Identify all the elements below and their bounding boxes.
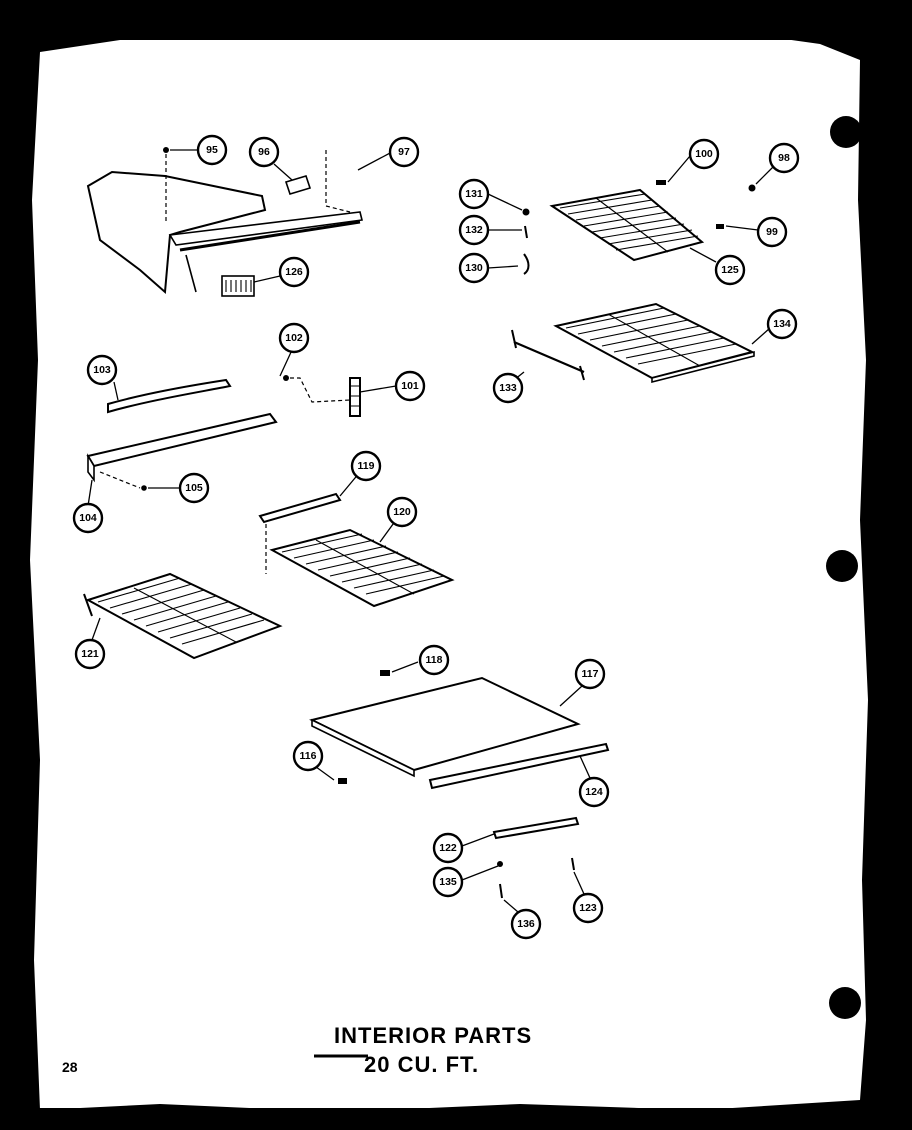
callout-133-label: 133 — [499, 382, 517, 394]
shelf-120 — [269, 528, 455, 608]
rail-104 — [86, 412, 278, 483]
trim-strip-103 — [107, 378, 232, 414]
callout-97: 97 — [388, 136, 420, 168]
callout-122: 122 — [432, 832, 464, 864]
callout-130: 130 — [458, 252, 490, 284]
callout-120-label: 120 — [393, 506, 411, 518]
rail-122 — [492, 816, 580, 840]
screw-95 — [163, 147, 169, 153]
liner-section — [86, 170, 363, 295]
callout-119: 119 — [350, 450, 382, 482]
callout-119-label: 119 — [358, 460, 375, 472]
leader-lines — [87, 149, 775, 913]
callout-99: 99 — [756, 216, 788, 248]
callout-99-label: 99 — [766, 226, 778, 238]
clip-116 — [338, 778, 347, 784]
clip-100 — [656, 180, 666, 185]
callout-131: 131 — [458, 178, 490, 210]
callout-117: 117 — [574, 658, 606, 690]
callout-101: 101 — [394, 370, 426, 402]
callout-97-label: 97 — [398, 146, 410, 158]
callout-103-label: 103 — [93, 364, 111, 376]
callout-121: 121 — [74, 638, 106, 670]
paper-sheet — [30, 28, 868, 1112]
binder-hole-top — [830, 116, 862, 148]
callout-132-label: 132 — [465, 224, 483, 236]
callout-118-label: 118 — [426, 654, 443, 666]
callout-120: 120 — [386, 496, 418, 528]
callout-133: 133 — [492, 372, 524, 404]
hardware-131-132-130 — [522, 208, 530, 275]
crisper-cover-117 — [309, 676, 581, 778]
callout-117-label: 117 — [582, 668, 599, 680]
fasteners-135-136-123 — [497, 857, 575, 899]
callout-121-label: 121 — [81, 648, 99, 660]
callout-124-label: 124 — [585, 786, 603, 798]
callout-96-label: 96 — [258, 146, 270, 158]
bracket-96 — [284, 175, 312, 195]
callout-96: 96 — [248, 136, 280, 168]
callout-101-label: 101 — [401, 380, 419, 392]
callout-98-label: 98 — [778, 152, 790, 164]
callout-100-label: 100 — [695, 148, 713, 160]
callout-135: 135 — [432, 866, 464, 898]
support-rod-133 — [511, 329, 585, 381]
left-smudge — [0, 0, 30, 1130]
page-number: 28 — [62, 1059, 78, 1075]
callout-103: 103 — [86, 354, 118, 386]
callout-95: 95 — [196, 134, 228, 166]
callout-98: 98 — [768, 142, 800, 174]
screw-102 — [283, 375, 289, 381]
right-smudge — [868, 0, 912, 1130]
callout-102: 102 — [278, 322, 310, 354]
clip-118 — [380, 670, 390, 676]
top-smudge — [0, 0, 912, 40]
callout-116: 116 — [292, 740, 324, 772]
callout-125: 125 — [714, 254, 746, 286]
callout-123-label: 123 — [579, 902, 597, 914]
callout-126-label: 126 — [285, 266, 303, 278]
callout-104: 104 — [72, 502, 104, 534]
title-line-1: INTERIOR PARTS — [334, 1023, 532, 1048]
callout-130-label: 130 — [465, 262, 483, 274]
callout-134-label: 134 — [773, 318, 791, 330]
callout-126: 126 — [278, 256, 310, 288]
callout-123: 123 — [572, 892, 604, 924]
callout-132: 132 — [458, 214, 490, 246]
vent-grille-126 — [221, 275, 255, 297]
callout-122-label: 122 — [439, 842, 457, 854]
callout-135-label: 135 — [439, 876, 457, 888]
callout-125-label: 125 — [721, 264, 739, 276]
callout-104-label: 104 — [79, 512, 97, 524]
screw-98 — [748, 184, 756, 192]
trim-119 — [258, 492, 342, 574]
callout-134: 134 — [766, 308, 798, 340]
callout-136: 136 — [510, 908, 542, 940]
callout-116-label: 116 — [300, 750, 317, 762]
callout-100: 100 — [688, 138, 720, 170]
callout-105: 105 — [178, 472, 210, 504]
callout-105-label: 105 — [185, 482, 203, 494]
callout-131-label: 131 — [465, 188, 483, 200]
binder-hole-middle — [826, 550, 858, 582]
callout-124: 124 — [578, 776, 610, 808]
screw-105 — [141, 485, 147, 491]
shelf-134 — [553, 302, 755, 384]
bracket-101 — [349, 377, 361, 417]
shelf-125 — [549, 188, 705, 262]
callout-118: 118 — [418, 644, 450, 676]
trim-124 — [428, 742, 610, 790]
title-line-2: 20 CU. FT. — [364, 1052, 479, 1077]
bottom-smudge — [0, 1108, 912, 1130]
callout-95-label: 95 — [206, 144, 218, 156]
callout-102-label: 102 — [285, 332, 303, 344]
shelf-121 — [83, 572, 283, 660]
clip-99 — [716, 224, 724, 229]
binder-hole-bottom — [829, 987, 861, 1019]
callout-136-label: 136 — [517, 918, 535, 930]
